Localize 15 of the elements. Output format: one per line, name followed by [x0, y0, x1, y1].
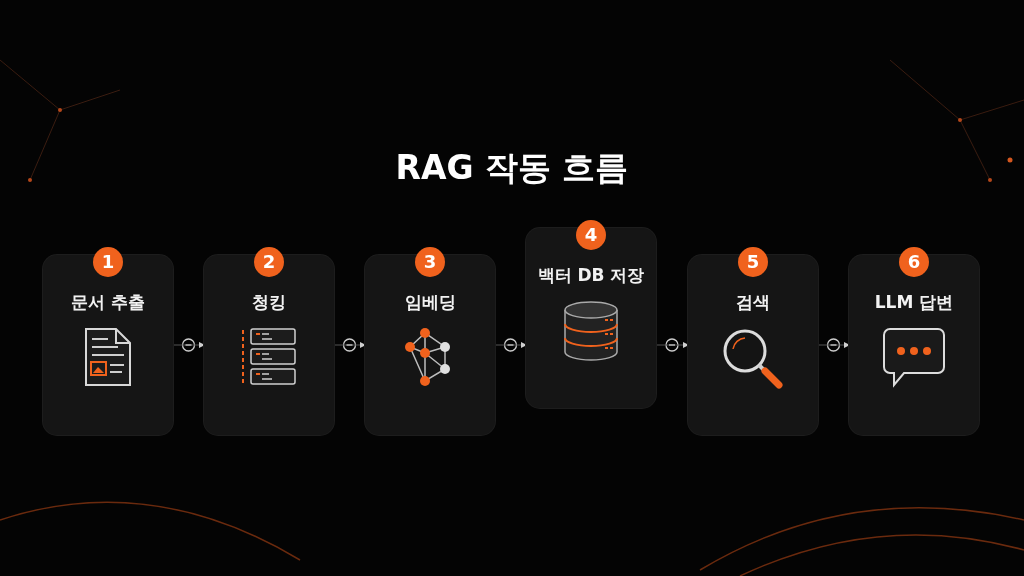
step-title: 임베딩 — [403, 291, 457, 314]
diagram-title: RAG 작동 흐름 — [394, 147, 630, 189]
step-number-badge: 3 — [415, 247, 445, 277]
step-number-badge: 4 — [576, 220, 606, 250]
step-title: 문서 추출 — [70, 291, 146, 314]
step-number-badge: 2 — [254, 247, 284, 277]
step-title: LLM 답변 — [873, 291, 955, 314]
step-number-badge: 1 — [93, 247, 123, 277]
arrow — [655, 338, 689, 352]
arrow — [494, 338, 527, 352]
step-number-badge: 6 — [899, 247, 929, 277]
step-title: 백터 DB 저장 — [536, 264, 646, 287]
step-title: 검색 — [735, 291, 771, 314]
step-title: 청킹 — [251, 291, 287, 314]
step-number-badge: 5 — [738, 247, 768, 277]
